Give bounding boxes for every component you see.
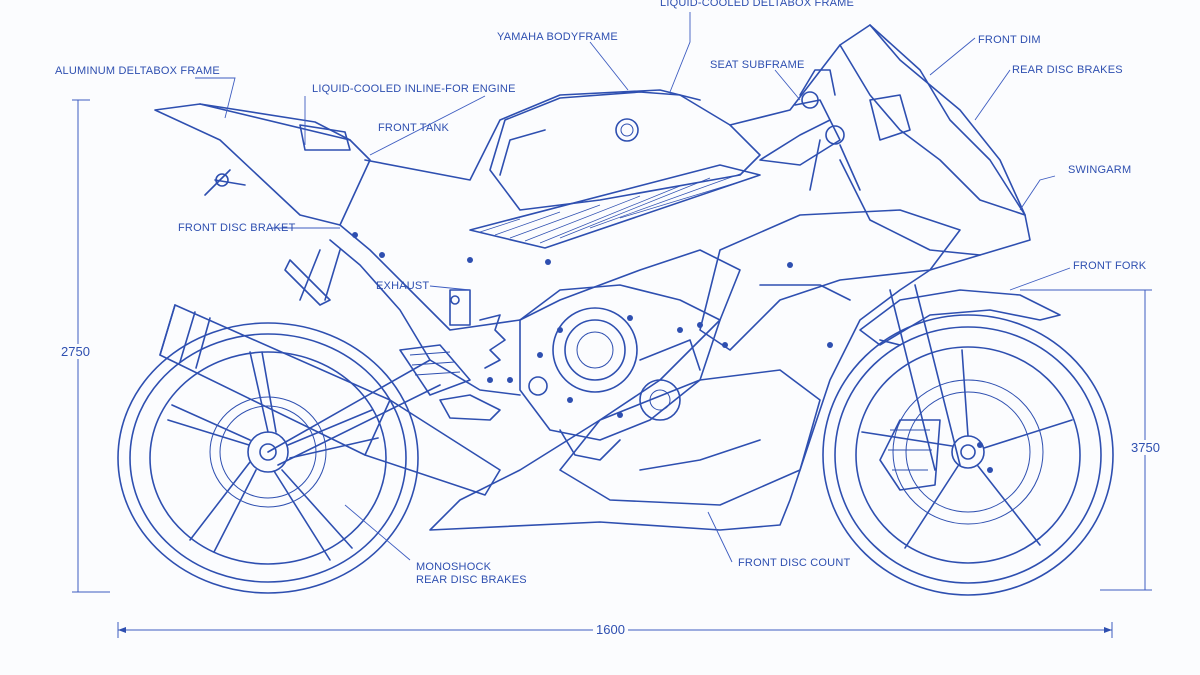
dimension-length: 1600 <box>593 622 628 637</box>
dimension-lines <box>72 99 1152 638</box>
engine-block <box>519 284 721 461</box>
label-engine: LIQUID-COOLED INLINE-FOR ENGINE <box>312 83 516 95</box>
rear-wheel <box>117 322 419 594</box>
label-monoshock: MONOSHOCK <box>416 561 492 573</box>
dimension-right-height: 3750 <box>1128 440 1163 455</box>
label-top-frame: LIQUID-COOLED DELTABOX FRAME <box>660 0 855 9</box>
exhaust-muffler <box>159 304 501 496</box>
label-front-dim: FRONT DIM <box>978 34 1041 46</box>
label-front-tank: FRONT TANK <box>378 122 450 134</box>
label-rear-disc: REAR DISC BRAKES <box>1012 64 1123 76</box>
label-rear-brakes: REAR DISC BRAKES <box>416 574 527 586</box>
motorcycle-body <box>154 24 1061 531</box>
label-tank: YAMAHA BODYFRAME <box>497 31 618 43</box>
label-swingarm: SWINGARM <box>1068 164 1132 176</box>
label-front-disc-count: FRONT DISC COUNT <box>738 557 851 569</box>
frame-swingarm <box>204 169 521 466</box>
front-wheel <box>822 314 1114 596</box>
label-seat: SEAT SUBFRAME <box>710 59 805 71</box>
label-front-fork: FRONT FORK <box>1073 260 1147 272</box>
label-front-disc-bracket: FRONT DISC BRAKET <box>178 222 296 234</box>
label-exhaust: EXHAUST <box>376 280 430 292</box>
fastener-dots <box>352 232 993 473</box>
label-aluminum-frame: ALUMINUM DELTABOX FRAME <box>55 65 220 77</box>
dimension-left-height: 2750 <box>58 344 93 359</box>
leader-lines <box>195 12 1071 563</box>
